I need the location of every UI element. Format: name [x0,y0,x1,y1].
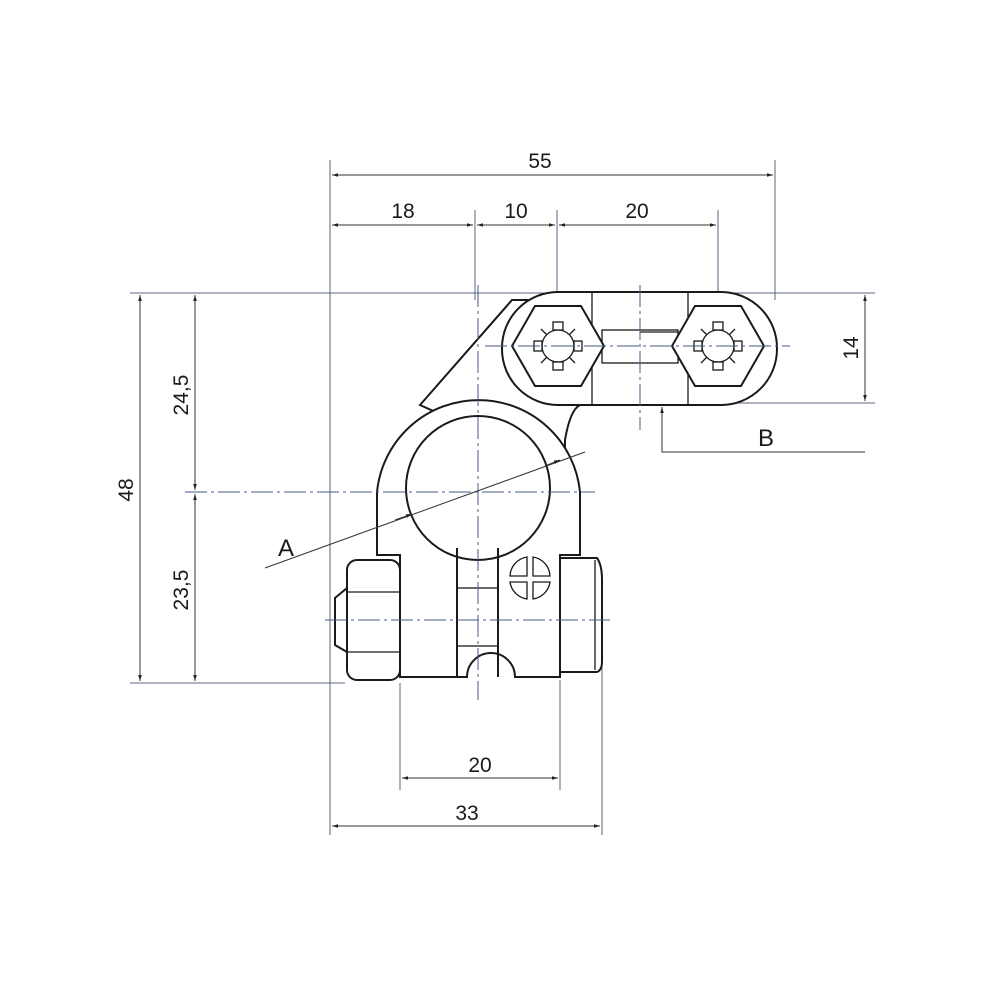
dim-segment-3: 20 [625,200,648,223]
dim-base-width: 33 [455,802,478,825]
dimension-lines [138,173,867,828]
center-lines [185,285,790,700]
plus-polarity-icon [509,556,551,600]
dim-segment-1: 18 [391,200,414,223]
dim-link-height: 14 [840,336,863,360]
battery-terminal-part [334,291,778,681]
dim-inner-width: 20 [468,754,491,777]
extension-lines [130,160,875,835]
dim-overall-height: 48 [115,478,138,501]
dim-overall-width: 55 [528,150,551,173]
dim-lower-height: 23,5 [170,570,193,611]
section-a-line [264,451,586,569]
label-section-a: A [278,535,294,562]
dim-segment-2: 10 [504,200,527,223]
label-section-b: B [758,425,774,452]
dim-upper-height: 24,5 [170,375,193,416]
